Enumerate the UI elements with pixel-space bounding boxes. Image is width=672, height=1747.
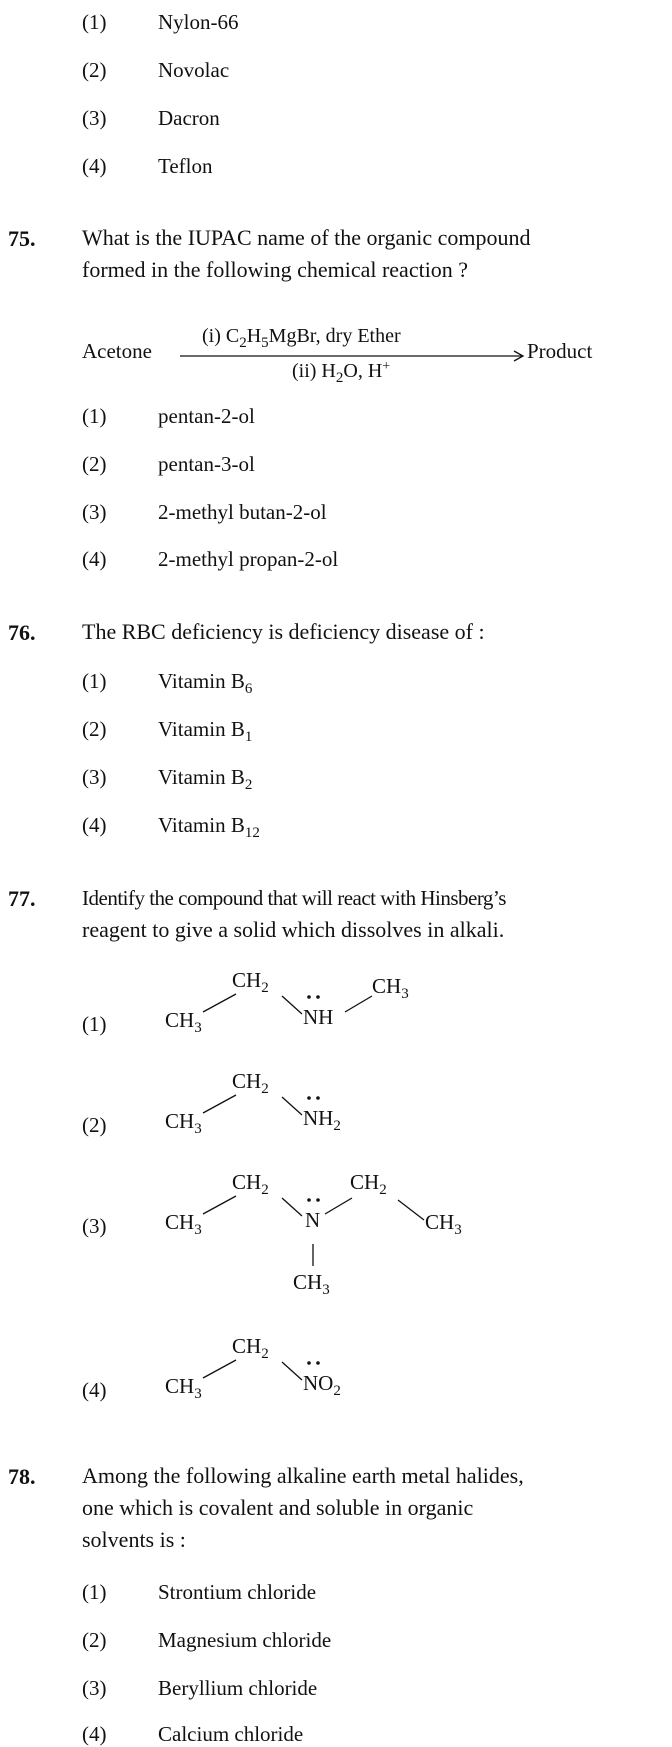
q77-opt2-ch2: CH2 bbox=[232, 1069, 269, 1097]
q76-option-4-text: Vitamin B12 bbox=[158, 813, 260, 841]
q78-text-line3: solvents is : bbox=[82, 1527, 186, 1552]
q77-opt2-nh2: NH2 bbox=[303, 1106, 341, 1134]
q77-opt4-no2: NO2 bbox=[303, 1371, 341, 1399]
q78-option-4-text: Calcium chloride bbox=[158, 1722, 304, 1746]
q78-number: 78. bbox=[8, 1464, 36, 1489]
q75-option-2-number: (2) bbox=[82, 452, 107, 476]
q75-option-1-text: pentan-2-ol bbox=[158, 404, 255, 428]
q74-option-2-number: (2) bbox=[82, 58, 107, 82]
q77-opt1-ch2: CH2 bbox=[232, 968, 269, 996]
q76-option-1-text: Vitamin B6 bbox=[158, 669, 253, 697]
q77-opt3-ch3-right: CH3 bbox=[425, 1210, 462, 1238]
q76-option-3-text: Vitamin B2 bbox=[158, 765, 253, 793]
q75-option-3-number: (3) bbox=[82, 500, 107, 524]
q77-opt3-ch3-left: CH3 bbox=[165, 1210, 202, 1238]
q77-opt1-nh: NH bbox=[303, 1005, 334, 1029]
q76-option-4-number: (4) bbox=[82, 813, 107, 837]
q78-option-4-number: (4) bbox=[82, 1722, 107, 1746]
q78-option-3-number: (3) bbox=[82, 1676, 107, 1700]
q75-option-1-number: (1) bbox=[82, 404, 107, 428]
q75-option-2-text: pentan-3-ol bbox=[158, 452, 255, 476]
q74-option-4-text: Teflon bbox=[158, 154, 213, 178]
q76-option-2-text: Vitamin B1 bbox=[158, 717, 253, 745]
q77-opt4-ch3: CH3 bbox=[165, 1374, 202, 1402]
q78-option-3-text: Beryllium chloride bbox=[158, 1676, 318, 1700]
q77-opt3-ch3-bottom: CH3 bbox=[293, 1270, 330, 1298]
q76-text-line1: The RBC deficiency is deficiency disease… bbox=[82, 619, 485, 644]
q77-text-line2: reagent to give a solid which dissolves … bbox=[82, 917, 505, 942]
q77-text-line1: Identify the compound that will react wi… bbox=[82, 886, 506, 910]
q77-option-1-number: (1) bbox=[82, 1012, 107, 1036]
q77-option-3-number: (3) bbox=[82, 1214, 107, 1238]
q76-number: 76. bbox=[8, 620, 36, 645]
reaction-reagent-below: (ii) H2O, H+ bbox=[292, 359, 391, 386]
reaction-reactant: Acetone bbox=[82, 339, 152, 363]
q74-option-1-text: Nylon-66 bbox=[158, 10, 239, 34]
q77-opt3-ch2-right: CH2 bbox=[350, 1170, 387, 1198]
q78-text-line1: Among the following alkaline earth metal… bbox=[82, 1463, 524, 1488]
q77-option-4-number: (4) bbox=[82, 1378, 107, 1402]
q74-option-3-text: Dacron bbox=[158, 106, 220, 130]
q75-option-4-number: (4) bbox=[82, 547, 107, 571]
q75-text-line2: formed in the following chemical reactio… bbox=[82, 257, 469, 282]
reaction-reagent-above: (i) C2H5MgBr, dry Ether bbox=[202, 325, 401, 351]
q75-number: 75. bbox=[8, 226, 36, 251]
q75-text-line1: What is the IUPAC name of the organic co… bbox=[82, 225, 531, 250]
q77-number: 77. bbox=[8, 886, 36, 911]
q78-option-2-number: (2) bbox=[82, 1628, 107, 1652]
q78-option-1-text: Strontium chloride bbox=[158, 1580, 317, 1604]
q75-option-4-text: 2-methyl propan-2-ol bbox=[158, 547, 339, 571]
q77-opt4-ch2: CH2 bbox=[232, 1334, 269, 1362]
q78-option-1-number: (1) bbox=[82, 1580, 107, 1604]
q74-option-3-number: (3) bbox=[82, 106, 107, 130]
q74-option-1-number: (1) bbox=[82, 10, 107, 34]
reaction-product: Product bbox=[527, 339, 593, 363]
q76-option-1-number: (1) bbox=[82, 669, 107, 693]
q74-option-4-number: (4) bbox=[82, 154, 107, 178]
q76-option-3-number: (3) bbox=[82, 765, 107, 789]
q75-option-3-text: 2-methyl butan-2-ol bbox=[158, 500, 327, 524]
q77-opt3-ch2-left: CH2 bbox=[232, 1170, 269, 1198]
q76-option-2-number: (2) bbox=[82, 717, 107, 741]
q74-option-2-text: Novolac bbox=[158, 58, 230, 82]
q77-opt1-ch3-right: CH3 bbox=[372, 974, 409, 1002]
q77-opt1-ch3-left: CH3 bbox=[165, 1008, 202, 1036]
q77-option-2-number: (2) bbox=[82, 1113, 107, 1137]
q78-option-2-text: Magnesium chloride bbox=[158, 1628, 332, 1652]
q77-opt3-n: N bbox=[305, 1208, 321, 1232]
q78-text-line2: one which is covalent and soluble in org… bbox=[82, 1495, 474, 1520]
q77-opt2-ch3: CH3 bbox=[165, 1109, 202, 1137]
